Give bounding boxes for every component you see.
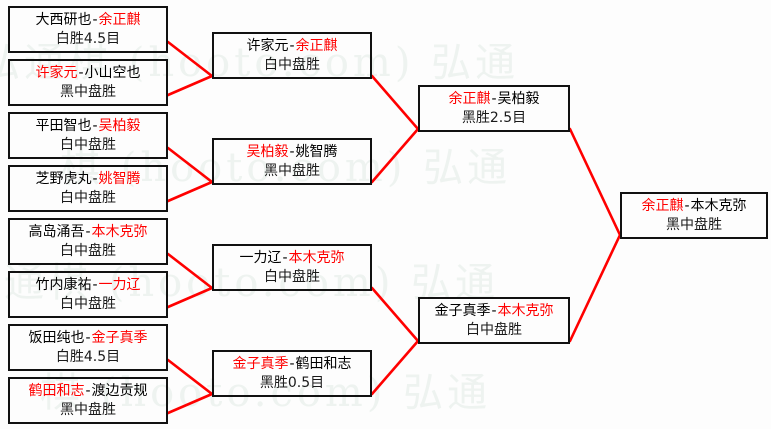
player-right: 本木克弥 [690, 197, 747, 214]
match-result: 黑中盘胜 [60, 401, 116, 418]
match-box-r2m3[interactable]: 一力辽-本木克弥 白中盘胜 [212, 244, 372, 291]
match-players: 一力辽-本木克弥 [239, 248, 344, 268]
player-right: 余正麒 [98, 11, 141, 28]
player-left: 金子真季 [434, 302, 491, 319]
player-right: 本木克弥 [91, 223, 148, 240]
vs-dash: - [289, 143, 295, 160]
vs-dash: - [282, 249, 288, 266]
vs-dash: - [491, 90, 497, 107]
match-result: 白中盘胜 [60, 242, 116, 259]
match-players: 鹤田和志-渡边贡规 [28, 381, 147, 401]
player-left: 大西研也 [35, 11, 92, 28]
match-box-r1m1[interactable]: 大西研也-余正麒 白胜4.5目 [8, 6, 168, 53]
match-result: 黑中盘胜 [264, 162, 320, 179]
player-right: 本木克弥 [497, 302, 554, 319]
match-result: 白胜4.5目 [55, 348, 121, 365]
vs-dash: - [78, 64, 84, 81]
match-box-r1m8[interactable]: 鹤田和志-渡边贡规 黑中盘胜 [8, 377, 168, 424]
player-left: 竹内康祐 [35, 276, 92, 293]
match-result: 白中盘胜 [60, 189, 116, 206]
player-left: 金子真季 [232, 355, 289, 372]
vs-dash: - [85, 382, 91, 399]
vs-dash: - [92, 11, 98, 28]
player-left: 一力辽 [239, 249, 282, 266]
match-box-r3m2[interactable]: 金子真季-本木克弥 白中盘胜 [418, 297, 570, 344]
player-right: 金子真季 [91, 329, 148, 346]
match-result: 黑胜0.5目 [259, 374, 325, 391]
match-result: 白中盘胜 [264, 268, 320, 285]
match-players: 许家元-小山空也 [35, 63, 140, 83]
match-box-r2m1[interactable]: 许家元-余正麒 白中盘胜 [212, 32, 372, 79]
player-right: 渡边贡规 [91, 382, 148, 399]
match-box-r1m7[interactable]: 饭田纯也-金子真季 白胜4.5目 [8, 324, 168, 371]
vs-dash: - [92, 117, 98, 134]
vs-dash: - [684, 197, 690, 214]
player-right: 小山空也 [84, 64, 141, 81]
match-players: 平田智也-吴柏毅 [35, 116, 140, 136]
match-result: 白中盘胜 [60, 136, 116, 153]
player-left: 余正麒 [448, 90, 491, 107]
match-players: 许家元-余正麒 [246, 36, 337, 56]
match-result: 白中盘胜 [264, 56, 320, 73]
player-left: 吴柏毅 [246, 143, 289, 160]
player-left: 许家元 [35, 64, 78, 81]
player-left: 许家元 [246, 37, 289, 54]
vs-dash: - [92, 170, 98, 187]
player-right: 一力辽 [98, 276, 141, 293]
player-left: 余正麒 [641, 197, 684, 214]
player-right: 姚智腾 [98, 170, 141, 187]
match-players: 余正麒-本木克弥 [641, 196, 746, 216]
match-box-r3m1[interactable]: 余正麒-吴柏毅 黑胜2.5目 [418, 85, 570, 132]
match-players: 金子真季-鹤田和志 [232, 354, 351, 374]
match-result: 白中盘胜 [466, 321, 522, 338]
match-box-final[interactable]: 余正麒-本木克弥 黑中盘胜 [620, 192, 768, 239]
vs-dash: - [289, 355, 295, 372]
player-left: 鹤田和志 [28, 382, 85, 399]
vs-dash: - [92, 276, 98, 293]
vs-dash: - [289, 37, 295, 54]
match-players: 高岛涌吾-本木克弥 [28, 222, 147, 242]
match-box-r1m5[interactable]: 高岛涌吾-本木克弥 白中盘胜 [8, 218, 168, 265]
match-players: 吴柏毅-姚智腾 [246, 142, 337, 162]
player-left: 平田智也 [35, 117, 92, 134]
match-players: 金子真季-本木克弥 [434, 301, 553, 321]
player-right: 吴柏毅 [98, 117, 141, 134]
match-players: 芝野虎丸-姚智腾 [35, 169, 140, 189]
match-box-r1m3[interactable]: 平田智也-吴柏毅 白中盘胜 [8, 112, 168, 159]
match-result: 黑胜2.5目 [461, 109, 527, 126]
player-right: 姚智腾 [295, 143, 338, 160]
vs-dash: - [491, 302, 497, 319]
player-right: 本木克弥 [288, 249, 345, 266]
match-box-r2m2[interactable]: 吴柏毅-姚智腾 黑中盘胜 [212, 138, 372, 185]
vs-dash: - [85, 223, 91, 240]
match-box-r1m2[interactable]: 许家元-小山空也 黑中盘胜 [8, 59, 168, 106]
match-result: 白中盘胜 [60, 295, 116, 312]
match-box-r2m4[interactable]: 金子真季-鹤田和志 黑胜0.5目 [212, 350, 372, 397]
match-players: 饭田纯也-金子真季 [28, 328, 147, 348]
vs-dash: - [85, 329, 91, 346]
player-right: 吴柏毅 [497, 90, 540, 107]
match-result: 白胜4.5目 [55, 30, 121, 47]
match-box-r1m4[interactable]: 芝野虎丸-姚智腾 白中盘胜 [8, 165, 168, 212]
player-right: 鹤田和志 [295, 355, 352, 372]
match-players: 大西研也-余正麒 [35, 10, 140, 30]
match-players: 竹内康祐-一力辽 [35, 275, 140, 295]
player-left: 高岛涌吾 [28, 223, 85, 240]
player-left: 芝野虎丸 [35, 170, 92, 187]
match-players: 余正麒-吴柏毅 [448, 89, 539, 109]
player-left: 饭田纯也 [28, 329, 85, 346]
match-result: 黑中盘胜 [60, 83, 116, 100]
match-box-r1m6[interactable]: 竹内康祐-一力辽 白中盘胜 [8, 271, 168, 318]
match-result: 黑中盘胜 [666, 216, 722, 233]
player-right: 余正麒 [295, 37, 338, 54]
